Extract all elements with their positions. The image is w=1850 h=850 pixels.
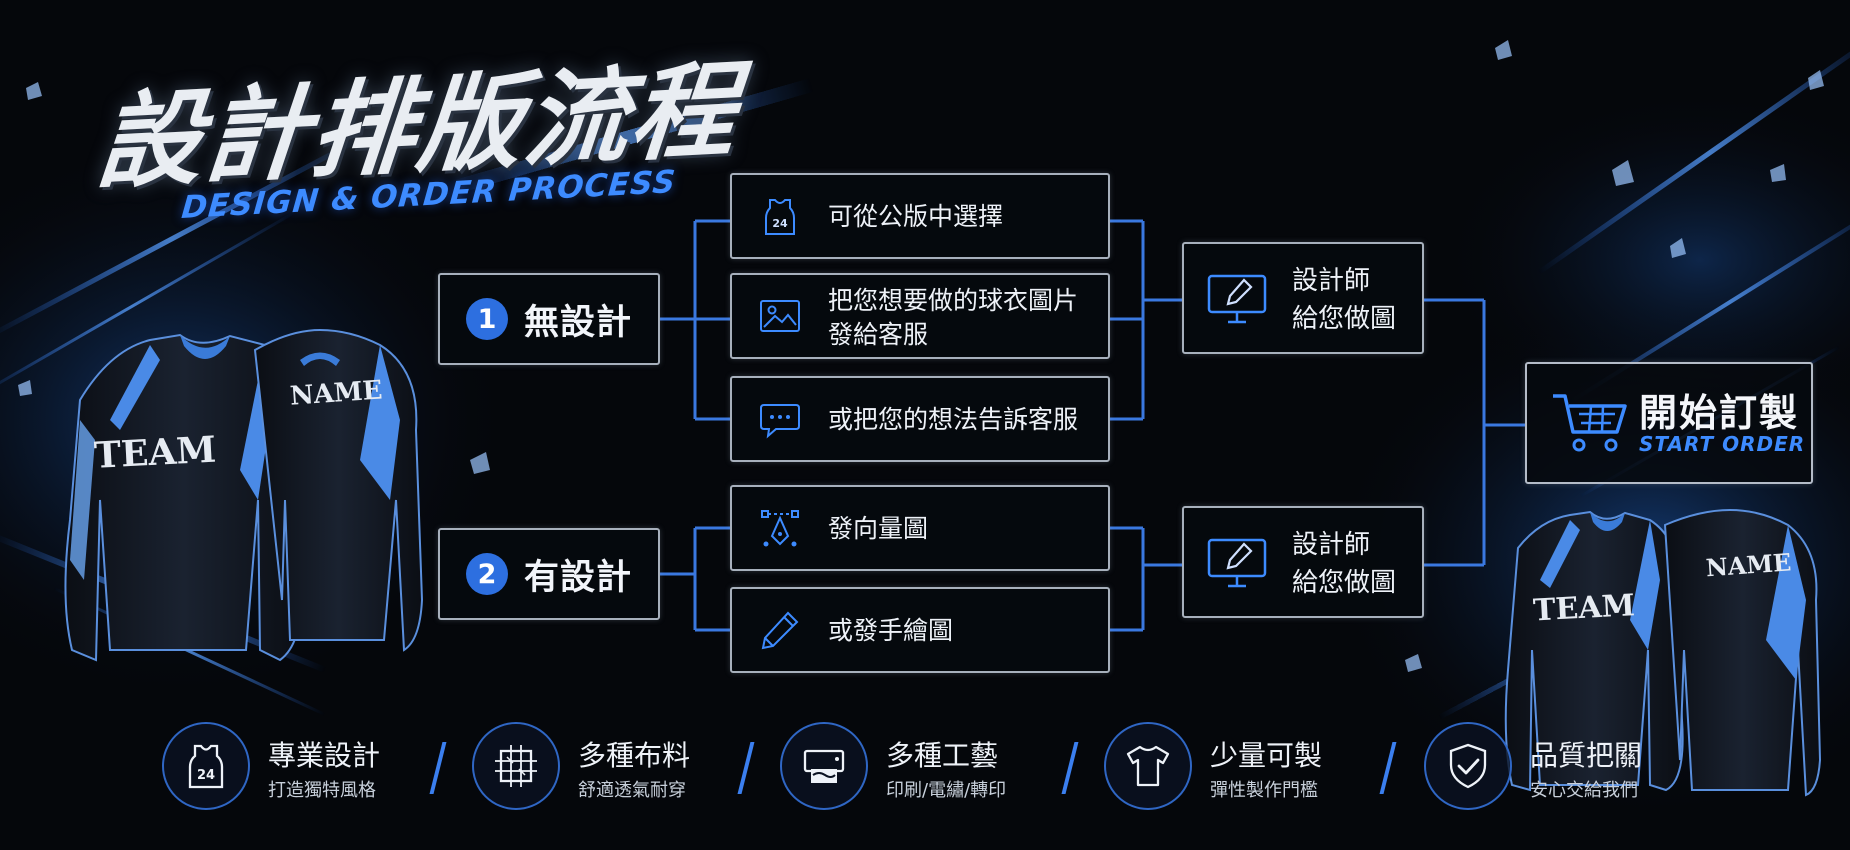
option-tell-idea-box: 或把您的想法告訴客服: [730, 376, 1110, 462]
feature-4-subtitle: 彈性製作門檻: [1210, 780, 1318, 801]
option-vector-box: 發向量圖: [730, 485, 1110, 571]
option-template-text: 可從公版中選擇: [828, 202, 1004, 231]
feature-4-title: 少量可製: [1210, 739, 1323, 772]
jersey-front-left: [64, 333, 303, 662]
feature-2-subtitle: 舒適透氣耐穿: [578, 780, 686, 801]
step-1-number: 1: [466, 298, 508, 340]
shield-check-icon: [1424, 722, 1512, 810]
feature-small-batch: 少量可製 彈性製作門檻: [1104, 722, 1364, 814]
chat-bubble-icon: [758, 397, 802, 441]
option-template-box: 24 可從公版中選擇: [730, 173, 1110, 259]
option-tell-idea-text: 或把您的想法告訴客服: [828, 405, 1079, 434]
step-2-number: 2: [466, 553, 508, 595]
jersey-front-right-text: TEAM: [1532, 588, 1635, 628]
image-icon: [758, 294, 802, 338]
start-order-box[interactable]: 開始訂製 START ORDER: [1525, 362, 1813, 484]
option-sketch-box: 或發手繪圖: [730, 587, 1110, 673]
option-sketch-text: 或發手繪圖: [828, 616, 954, 645]
feature-fabrics: 多種布料 舒適透氣耐穿: [472, 722, 732, 814]
start-order-sublabel: START ORDER: [1639, 432, 1806, 456]
designer-2-line1: 設計師: [1292, 530, 1371, 560]
feature-3-subtitle: 印刷/電繡/轉印: [886, 780, 1007, 801]
flow-connectors: [660, 219, 1525, 632]
step-1-box: 1 無設計: [438, 273, 660, 365]
option-send-image-text-2: 發給客服: [828, 320, 929, 349]
feature-1-subtitle: 打造獨特風格: [268, 780, 376, 801]
jersey-back-left: [253, 328, 424, 652]
jersey-front-text: TEAM: [93, 429, 217, 477]
option-vector-text: 發向量圖: [828, 514, 929, 543]
feature-jersey-badge: 24: [197, 768, 215, 783]
feature-techniques: 多種工藝 印刷/電繡/轉印: [780, 722, 1040, 814]
printer-icon: [780, 722, 868, 810]
vector-pen-icon: [758, 506, 802, 550]
jersey-24-icon: 24: [758, 194, 802, 238]
jersey-back-text: NAME: [289, 375, 383, 411]
monitor-pen-icon: [1206, 532, 1268, 594]
monitor-pen-icon: [1206, 268, 1268, 330]
designer-2-line2: 給您做圖: [1292, 568, 1397, 598]
feature-5-subtitle: 安心交給我們: [1530, 780, 1638, 801]
feature-5-title: 品質把關: [1530, 739, 1643, 772]
option-send-image-box: 把您想要做的球衣圖片 發給客服: [730, 273, 1110, 359]
cart-icon: [1553, 394, 1627, 452]
jersey-24-icon: 24: [162, 722, 250, 810]
option-send-image-text-1: 把您想要做的球衣圖片: [828, 286, 1079, 315]
jersey-back-right-text: NAME: [1705, 547, 1792, 582]
start-order-label: 開始訂製: [1639, 391, 1800, 435]
feature-3-title: 多種工藝: [886, 739, 999, 772]
jersey-back-right: [1663, 508, 1822, 797]
feature-professional-design: 24 專業設計 打造獨特風格: [162, 722, 422, 814]
designer-box-1: 設計師 給您做圖: [1182, 242, 1424, 354]
tshirt-icon: [1104, 722, 1192, 810]
fabric-grid-icon: [472, 722, 560, 810]
feature-quality: 品質把關 安心交給我們: [1424, 722, 1684, 814]
pencil-icon: [758, 608, 802, 652]
designer-1-line1: 設計師: [1292, 266, 1371, 296]
designer-1-line2: 給您做圖: [1292, 304, 1397, 334]
feature-2-title: 多種布料: [578, 739, 691, 772]
option-jersey-badge: 24: [772, 217, 788, 230]
step-2-box: 2 有設計: [438, 528, 660, 620]
step-2-label: 有設計: [524, 557, 633, 598]
feature-1-title: 專業設計: [268, 739, 381, 772]
designer-box-2: 設計師 給您做圖: [1182, 506, 1424, 618]
step-1-label: 無設計: [524, 302, 633, 343]
